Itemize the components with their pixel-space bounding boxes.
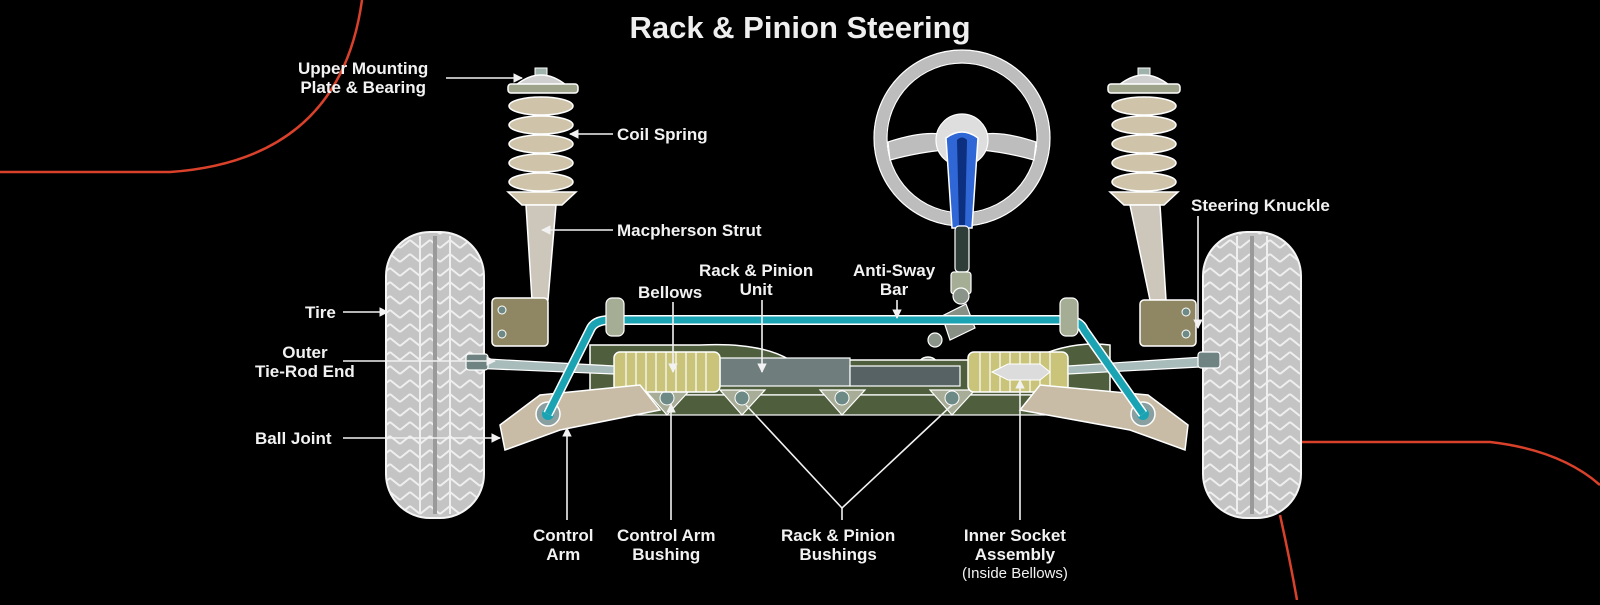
right-tire xyxy=(1202,231,1302,519)
label-steering-knuckle: Steering Knuckle xyxy=(1191,196,1330,215)
right-bellows xyxy=(967,351,1069,393)
right-strut-assembly xyxy=(1107,67,1197,347)
label-outer-tie-rod-end: Outer Tie-Rod End xyxy=(255,343,355,381)
anti-sway-bar xyxy=(543,297,1148,417)
label-bellows: Bellows xyxy=(638,283,703,302)
label-upper-mounting-plate: Upper Mounting Plate & Bearing xyxy=(298,59,428,97)
label-line: Upper Mounting xyxy=(298,59,429,78)
label-line: Outer xyxy=(282,343,328,362)
label-tire: Tire xyxy=(305,303,336,322)
label-line: Control Arm xyxy=(617,526,716,545)
label-rack-pinion-unit: Rack & Pinion Unit xyxy=(699,261,813,299)
label-line: Arm xyxy=(546,545,581,564)
right-control-arm xyxy=(1018,384,1189,452)
label-line: Plate & Bearing xyxy=(300,78,426,97)
tie-rods xyxy=(465,351,1221,375)
label-coil-spring: Coil Spring xyxy=(617,125,708,144)
label-control-arm: Control Arm xyxy=(533,526,593,564)
label-ball-joint: Ball Joint xyxy=(255,429,332,448)
leader-lines xyxy=(343,73,1203,520)
label-line: Bushing xyxy=(632,545,701,564)
label-note: (Inside Bellows) xyxy=(962,565,1068,582)
label-line: Bar xyxy=(879,280,909,299)
label-line: Inner Socket xyxy=(963,526,1066,545)
steering-wheel xyxy=(873,49,1051,380)
left-strut-assembly xyxy=(491,67,579,347)
accent-curve-top-left xyxy=(0,0,364,174)
diagram-title: Rack & Pinion Steering xyxy=(629,10,971,45)
label-rack-pinion-bushings: Rack & Pinion Bushings xyxy=(781,526,895,564)
label-macpherson-strut: Macpherson Strut xyxy=(617,221,762,240)
label-line: Assembly xyxy=(974,545,1056,564)
label-inner-socket-assembly: Inner Socket Assembly (Inside Bellows) xyxy=(962,526,1068,583)
label-anti-sway-bar: Anti-Sway Bar xyxy=(853,261,935,299)
label-control-arm-bushing: Control Arm Bushing xyxy=(617,526,716,564)
label-line: Bushings xyxy=(799,545,877,564)
accent-curve-bottom-right xyxy=(1302,440,1600,486)
label-line: Tie-Rod End xyxy=(255,362,355,381)
label-line: Rack & Pinion xyxy=(781,526,896,545)
accent-curve-bottom xyxy=(1278,514,1299,601)
label-line: Rack & Pinion xyxy=(699,261,814,280)
label-line: Anti-Sway xyxy=(853,261,936,280)
label-line: Control xyxy=(533,526,594,545)
left-tire xyxy=(385,231,485,519)
left-control-arm xyxy=(499,384,662,452)
label-line: Unit xyxy=(739,280,773,299)
